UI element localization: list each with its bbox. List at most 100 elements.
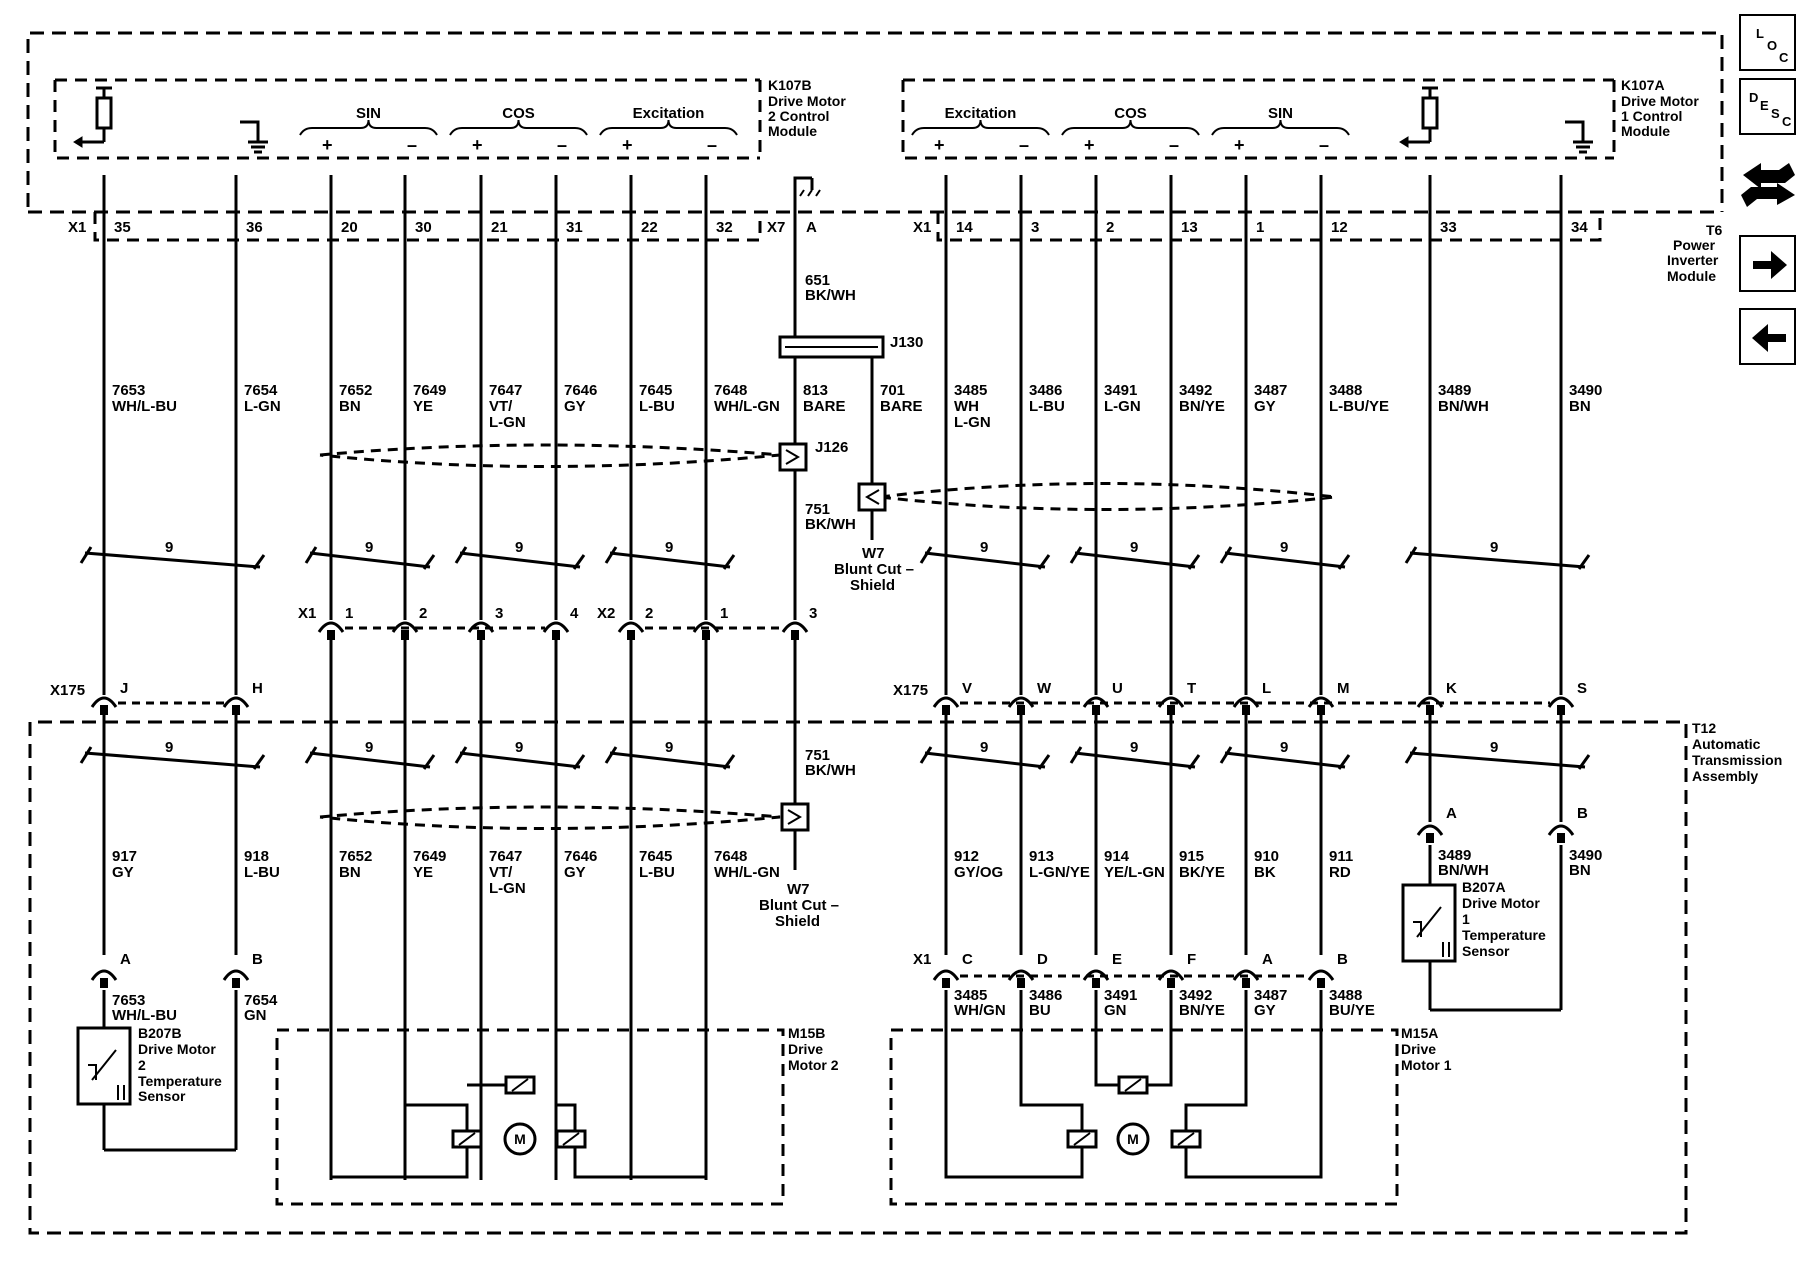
m15a-pigtail-color-3487: GY [1254,1002,1276,1019]
twist-u8-line [1409,551,1586,569]
shield-ellipse-left-upper [319,443,781,468]
upper-wire-color-3492: BN/YE [1179,398,1225,415]
lower-wire-color-7652: BN [339,864,361,881]
k107a-sin-brace [1211,119,1350,136]
twist-l6-label: 9 [1130,739,1138,756]
m15b-exc-coil-slash [562,1132,580,1146]
mid-pin-1-tab [401,630,409,640]
next-page-button[interactable] [1739,235,1796,292]
b207b-arrows [117,1085,125,1100]
k107a-sin-label: SIN [1268,105,1293,122]
twist-l1-line [84,751,261,769]
x175-right-pin-label-K: K [1446,680,1457,697]
twist-l7-line [1224,751,1346,769]
m15a-pigtail-circuit-3492: 3492 [1179,987,1212,1004]
x175-right-pin-label-V: V [962,680,972,697]
twist-u5-tick-l [919,546,933,564]
x1-bottom-label: X1 [913,951,931,968]
b207b-pigtail-color-7653: WH/L-BU [112,1007,177,1024]
k107b-cos-minus: – [557,135,567,155]
twist-l5-tick-r [1037,754,1051,770]
mid-pin-label-0: 1 [345,605,353,622]
j130-label: J130 [890,334,923,351]
twist-l6-tick-l [1069,746,1083,764]
b207b-pin-B-tab [232,978,240,988]
connector-swap-button[interactable] [1739,153,1796,210]
k107a-cos-minus: – [1169,135,1179,155]
lower-wire-color-914: YE/L-GN [1104,864,1165,881]
k107b-sin-label: SIN [356,105,381,122]
b207a-pin-label-B: B [1577,805,1588,822]
x175-right-pin-M-tab [1317,705,1325,715]
w7-upper-splice [857,482,887,512]
twist-l5-label: 9 [980,739,988,756]
m15a-sin-coil-slash [1177,1132,1195,1146]
twist-u2-line [309,551,431,569]
w7-upper-line2: Shield [850,577,895,594]
x1-left-connector-box [93,212,762,242]
lower-wire-color-7649: YE [413,864,433,881]
b207a-pigtail-circuit-3490: 3490 [1569,847,1602,864]
upper-wire-color2-3485: L-GN [954,414,991,431]
twist-u6-tick-r [1187,554,1201,570]
x175-right-pin-K-tab [1426,705,1434,715]
shield-ellipse-left-lower [319,805,781,830]
upper-wire-circuit-7654: 7654 [244,382,278,399]
mid-pin-3-cup [542,621,570,633]
twist-l6-tick-r [1187,754,1201,770]
twist-u5-line [924,551,1046,569]
k107b-exc-minus: – [707,135,717,155]
upper-wire-color-3486: L-BU [1029,398,1065,415]
m15b-sin-path [329,955,469,1180]
x1-bottom-pin-A-tab [1242,978,1250,988]
shield-751-lower-circuit: 751 [805,747,830,764]
twist-l2-line [309,751,431,769]
x175-right-pin-label-T: T [1187,680,1196,697]
twist-u7-tick-l [1219,546,1233,564]
upper-wire-color-3487: GY [1254,398,1276,415]
top-right-pin-2: 2 [1106,219,1114,236]
previous-page-button[interactable] [1739,308,1796,365]
mid-pin-0-tab [327,630,335,640]
m15a-pigtail-color-3485: WH/GN [954,1002,1006,1019]
x175-right-pin-T-tab [1167,705,1175,715]
x1-right-label: X1 [913,219,931,236]
k107a-sin-minus: – [1319,135,1329,155]
twist-l7-label: 9 [1280,739,1288,756]
mid-pin-label-5: 1 [720,605,728,622]
x7-ground-hatch [799,189,821,197]
twist-u6-line [1074,551,1196,569]
twist-u5-tick-r [1037,554,1051,570]
w7-lower-arrow [787,809,802,825]
x175-right-pin-S-cup [1547,696,1575,708]
k107a-cos-label: COS [1114,105,1147,122]
upper-wire-circuit-701: 701 [880,382,905,399]
b207a-arrows [1442,942,1450,957]
desc-letter-d: D [1749,90,1758,105]
m15b-motor-outline [275,1028,785,1206]
m15a-pigtail-circuit-3487: 3487 [1254,987,1287,1004]
twist-l3-tick-l [454,746,468,764]
mid-pin-6-tab [791,630,799,640]
upper-wire-color-3489: BN/WH [1438,398,1489,415]
b207a-pigtail-circuit-3489: 3489 [1438,847,1471,864]
x1-bottom-pin-E-tab [1092,978,1100,988]
t6-ref: T6 [1706,222,1723,238]
upper-wire-circuit-3489: 3489 [1438,382,1471,399]
lower-wire-circuit-917: 917 [112,848,137,865]
k107a-line3: Module [1621,123,1670,139]
upper-wire-color-7647: VT/ [489,398,513,415]
m15a-sin-path [1184,1040,1323,1179]
twist-l3-label: 9 [515,739,523,756]
m15a-exc-path [944,1040,1084,1179]
twist-u3-tick-r [572,554,586,570]
b207b-line3: Temperature [138,1073,222,1089]
m15a-cos-coil-slash [1124,1078,1142,1092]
m15b-ref: M15B [788,1025,825,1041]
m15a-line1: Drive [1401,1041,1436,1057]
b207a-pigtail-color-3489: BN/WH [1438,862,1489,879]
twist-u8-tick-r [1577,554,1591,570]
twist-l1-label: 9 [165,739,173,756]
